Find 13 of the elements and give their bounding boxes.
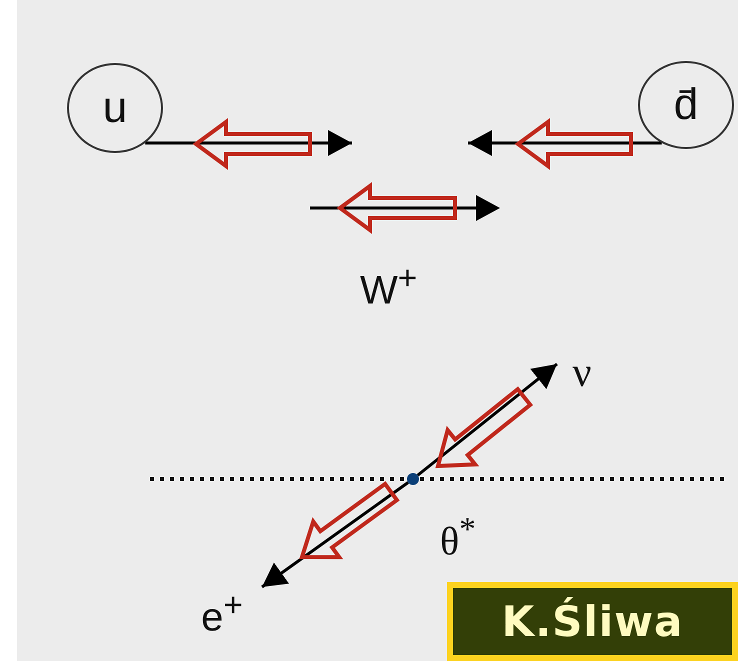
author-box xyxy=(447,582,738,661)
momentum-arrow xyxy=(145,130,352,156)
particle-circle xyxy=(67,63,163,153)
momentum-arrow xyxy=(468,130,662,156)
particle-symbol: u xyxy=(102,86,128,130)
symbol-label: W$^{+}$ xyxy=(360,262,418,310)
symbol-label: θ$^{*}$ xyxy=(440,513,476,562)
particle-symbol: d̄ xyxy=(674,83,698,127)
particle-label: e$^{+}$ xyxy=(180,587,264,639)
momentum-arrow xyxy=(416,362,558,476)
particle-label: ν xyxy=(557,352,607,394)
momentum-arrow xyxy=(261,481,409,588)
particle-circle xyxy=(638,61,734,149)
